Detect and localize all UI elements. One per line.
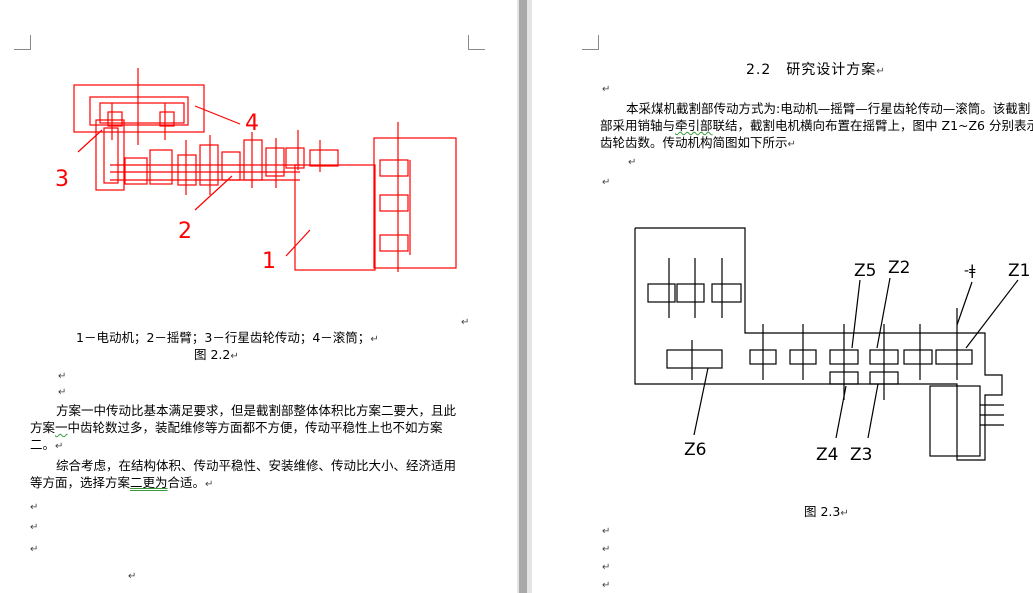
paragraph-mark: ↵ (58, 371, 67, 382)
label-4: 4 (245, 111, 259, 136)
page-corner-mark (582, 35, 599, 50)
figure-2-2-diagram: 4 3 2 1 (55, 68, 457, 274)
paragraph-mark: ↵ (58, 387, 67, 398)
paragraph-mark: ↵ (461, 317, 470, 328)
label-2: 2 (178, 219, 192, 244)
section-heading: 2.2 研究设计方案↵ (746, 62, 886, 78)
paragraph-mark: ↵ (602, 562, 611, 573)
label-z2: Z2 (888, 258, 910, 278)
paragraph-design: 本采煤机截割部传动方式为:电动机—摇臂—行星齿轮传动—滚筒。该截割部采用销轴与牵… (600, 101, 1033, 150)
page-corner-mark (468, 35, 485, 50)
label-z5: Z5 (854, 261, 876, 281)
paragraph-mark: ↵ (128, 571, 137, 582)
paragraph-mark: ↵ (602, 177, 611, 188)
paragraph-mark: ↵ (30, 522, 39, 533)
label-z3: Z3 (850, 445, 872, 465)
paragraph-mark: ↵ (602, 580, 611, 591)
figure-caption: 图 2.2↵ (194, 347, 239, 362)
label-1: 1 (262, 249, 276, 274)
label-z6: Z6 (684, 440, 706, 460)
paragraph-mark: ↵ (30, 502, 39, 513)
paragraph-mark: ↵ (30, 544, 39, 555)
paragraph-mark: ↵ (602, 544, 611, 555)
label-z1: Z1 (1008, 261, 1030, 281)
figure-caption: 图 2.3↵ (804, 504, 849, 519)
figure-legend: 1－电动机；2－摇臂；3－行星齿轮传动；4－滚筒；↵ (76, 330, 379, 345)
paragraph-mark: ↵ (628, 157, 637, 168)
label-z4: Z4 (816, 445, 838, 465)
paragraph-conclusion: 综合考虑，在结构体积、传动平稳性、安装维修、传动比大小、经济适用等方面，选择方案… (30, 458, 457, 490)
document-page-left[interactable]: 4 3 2 1 ↵ 1－电动机；2－摇臂；3－行星齿轮传动；4－滚筒；↵ 图 2… (0, 0, 517, 593)
figure-2-3-diagram: Z5 Z2 Z1 -ǂ Z6 Z4 Z3 (634, 227, 1030, 465)
page-corner-mark (14, 35, 31, 50)
paragraph-mark: ↵ (602, 526, 611, 537)
label-motor-mark: -ǂ (964, 263, 976, 279)
label-3: 3 (55, 167, 69, 192)
document-page-right[interactable]: 2.2 研究设计方案↵ ↵ 本采煤机截割部传动方式为:电动机—摇臂—行星齿轮传动… (532, 0, 1033, 593)
paragraph-comparison: 方案一中传动比基本满足要求，但是截割部整体体积比方案二要大，且此方案一中齿轮数过… (30, 403, 457, 452)
paragraph-mark: ↵ (602, 84, 611, 95)
page-separator-bar (519, 0, 527, 593)
